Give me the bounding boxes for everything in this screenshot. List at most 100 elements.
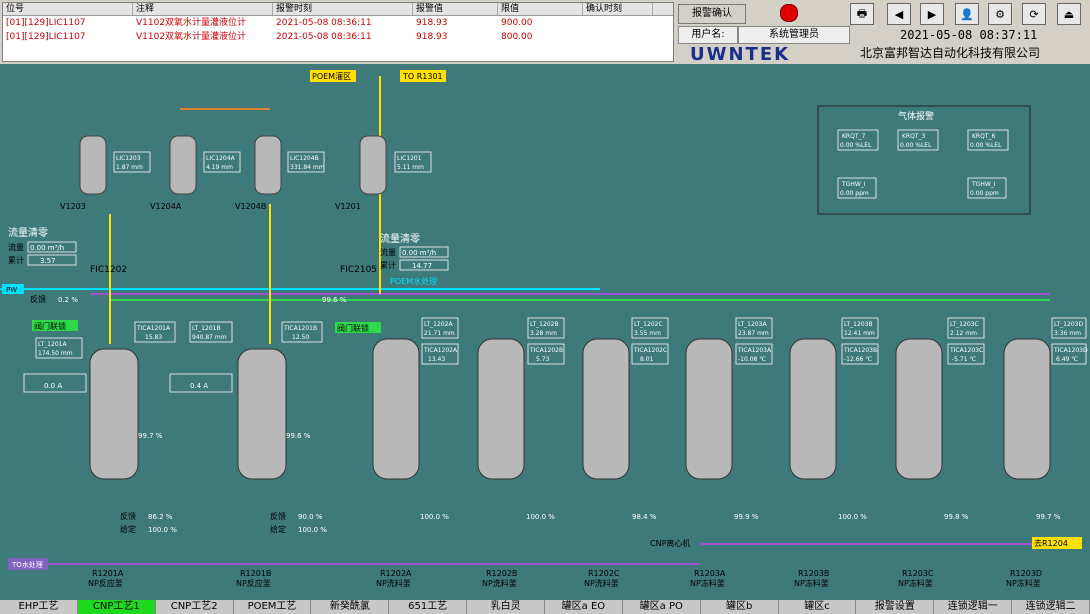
tank-v1203[interactable]: V1203 LIC1203 1.87 mm (60, 135, 151, 211)
tab-tank-b[interactable]: 罐区b (701, 600, 779, 614)
reactor-temp-tag: TICA1201B (283, 325, 317, 332)
tank-level: 5.11 mm (397, 164, 424, 171)
lt-value: 12.41 mm (844, 330, 875, 337)
tica-value: -12.66 ℃ (844, 356, 872, 363)
top-tanks: V1203 LIC1203 1.87 mm V1204A LIC1204A 4.… (60, 135, 432, 211)
fic-label-2: FIC2105 (340, 265, 377, 275)
table-row[interactable]: [01][129]LIC1107 V1102双氧水计量灌液位计 2021-05-… (3, 16, 673, 30)
tank-v1204b[interactable]: V1204B LIC1204B 331.84 mm (235, 135, 325, 211)
user-label: 用户名: (678, 26, 738, 44)
lt-tag: LT_1203A (738, 321, 767, 328)
tica-tag: TICA1203D (1053, 347, 1088, 354)
tica-value: -5.71 ℃ (952, 356, 976, 363)
tab-tank-a-po[interactable]: 罐区a PO (623, 600, 701, 614)
poem-water-label: POEM水处理 (390, 276, 437, 286)
tank-level: 1.87 mm (116, 164, 143, 171)
tank-lt: LIC1203 (116, 155, 141, 162)
gas-readouts: KRQT_7 0.00 %LEL KRQT_3 0.00 %LEL KRQT_6… (837, 129, 1009, 199)
tab-alarm-settings[interactable]: 报警设置 (856, 600, 935, 614)
tab-interlock-2[interactable]: 连锁逻辑二 (1012, 600, 1090, 614)
print-icon[interactable]: 🖶 (850, 3, 874, 25)
tab-651[interactable]: 651工艺 (389, 600, 468, 614)
tank-lt: LIC1204A (206, 155, 236, 162)
tab-tank-a-eo[interactable]: 罐区a EO (545, 600, 623, 614)
back-icon[interactable]: ◀ (887, 3, 911, 25)
vessel-id: R1203A (694, 569, 726, 578)
gas-tag: TGHW_I (841, 181, 866, 188)
valve-link-button-1[interactable]: 阀门联锁 (34, 321, 66, 331)
flow-reset-button-2[interactable]: 流量清零 (380, 232, 420, 245)
tank-v1201[interactable]: V1201 LIC1201 5.11 mm (335, 135, 432, 211)
tab-interlock-1[interactable]: 连锁逻辑一 (934, 600, 1013, 614)
tank-id: V1204A (150, 202, 182, 211)
col-tag: 位号 (3, 3, 133, 15)
row-limit: 800.00 (501, 32, 533, 42)
user-name: 系统管理员 (738, 26, 850, 44)
freezer-r1203b[interactable]: LT_1203B 12.41 mm TICA1203B -12.66 ℃ 100… (789, 317, 879, 588)
valve-pct: 100.0 % (420, 513, 449, 521)
valve-pct: 99.8 % (944, 513, 969, 521)
lt-tag: LT_1202B (530, 321, 559, 328)
tab-ehp[interactable]: EHP工艺 (0, 600, 78, 614)
forward-icon[interactable]: ▶ (920, 3, 944, 25)
washer-r1202c[interactable]: LT_1202C 3.55 mm TICA1202C 8.01 98.4 % R… (582, 317, 669, 588)
valve-pct: 99.7 % (138, 432, 163, 440)
valve-pct: 100.0 % (838, 513, 867, 521)
vessel-name: NP冻料釜 (794, 578, 829, 588)
table-row[interactable]: [01][129]LIC1107 V1102双氧水计量灌液位计 2021-05-… (3, 30, 673, 44)
reactor-r1201a[interactable]: LT_1201A 174.50 mm TICA1201A 15.83 0.0 A… (23, 321, 177, 588)
valve-pct: 99.7 % (1036, 513, 1061, 521)
tank-id: V1204B (235, 202, 266, 211)
freezer-r1203a[interactable]: LT_1203A 23.87 mm TICA1203A -10.08 ℃ 99.… (685, 317, 773, 588)
lt-value: 3.36 mm (1054, 330, 1081, 337)
flow-reset-button-1[interactable]: 流量清零 (8, 226, 48, 239)
col-note: 注释 (133, 3, 273, 15)
tica-value: 8.01 (640, 356, 654, 363)
tica-tag: TICA1203B (843, 347, 877, 354)
tica-tag: TICA1202B (529, 347, 563, 354)
tank-level: 331.84 mm (290, 164, 325, 171)
washer-r1202b[interactable]: LT_1202B 3.28 mm TICA1202B 5.73 100.0 % … (477, 317, 565, 588)
reactor-temp: 15.83 (145, 334, 162, 341)
pw-label-bg (2, 284, 24, 294)
washer-r1202a[interactable]: LT_1202A 21.71 mm TICA1202A 13.43 100.0 … (372, 317, 459, 588)
valve-pct: 99.9 % (734, 513, 759, 521)
setpoint-value: 100.0 % (298, 526, 327, 534)
alarm-table[interactable]: 位号 注释 报警时刻 报警值 限值 确认时刻 [01][129]LIC1107 … (2, 2, 674, 62)
valve-link-button-2[interactable]: 阀门联锁 (337, 323, 369, 333)
accum-label: 累计 (380, 260, 396, 270)
tank-id: V1201 (335, 202, 361, 211)
feedback-value: 86.2 % (148, 513, 173, 521)
exit-icon[interactable]: ⏏ (1057, 3, 1081, 25)
setpoint-label: 给定 (120, 524, 136, 534)
tab-neodecanoyl[interactable]: 新癸酰氯 (311, 600, 390, 614)
reactor-r1201b[interactable]: LT_1201B 940.87 mm TICA1201B 12.50 0.4 A… (169, 321, 327, 588)
gas-alarm-panel (817, 105, 1031, 215)
tab-poem[interactable]: POEM工艺 (234, 600, 312, 614)
tank-v1204a[interactable]: V1204A LIC1204A 4.19 mm (150, 135, 241, 211)
feedback-value: 99.6 % (322, 296, 347, 304)
gas-tag: KRQT_7 (842, 133, 865, 140)
tab-emulsion[interactable]: 乳白灵 (467, 600, 546, 614)
alarm-ack-button[interactable]: 报警确认 (678, 4, 746, 24)
user-icon[interactable]: 👤 (955, 3, 979, 25)
gas-value: 0.00 ppm (970, 190, 999, 197)
tica-value: 5.73 (536, 356, 550, 363)
freezer-r1203d[interactable]: LT_1203D 3.36 mm TICA1203D 6.49 ℃ 99.7 %… (1003, 317, 1088, 588)
vessel-id: R1203C (902, 569, 934, 578)
tab-cnp2[interactable]: CNP工艺2 (156, 600, 234, 614)
top-bar: 位号 注释 报警时刻 报警值 限值 确认时刻 [01][129]LIC1107 … (0, 0, 1090, 65)
tab-bar: EHP工艺 CNP工艺1 CNP工艺2 POEM工艺 新癸酰氯 651工艺 乳白… (0, 600, 1090, 614)
reactor-temp-tag: TICA1201A (136, 325, 171, 332)
flow-value: 0.00 m³/h (402, 249, 436, 257)
pipes (0, 76, 1050, 565)
refresh-icon[interactable]: ⟳ (1022, 3, 1046, 25)
settings-icon[interactable]: ⚙ (988, 3, 1012, 25)
tica-tag: TICA1203A (737, 347, 772, 354)
reactor-current: 0.4 A (190, 382, 208, 390)
tab-cnp1[interactable]: CNP工艺1 (77, 600, 156, 614)
lt-tag: LT_1203C (950, 321, 979, 328)
gas-value: 0.00 %LEL (970, 142, 1002, 149)
freezer-r1203c[interactable]: LT_1203C 2.12 mm TICA1203C -5.71 ℃ 99.8 … (895, 317, 985, 588)
tab-tank-c[interactable]: 罐区c (779, 600, 857, 614)
